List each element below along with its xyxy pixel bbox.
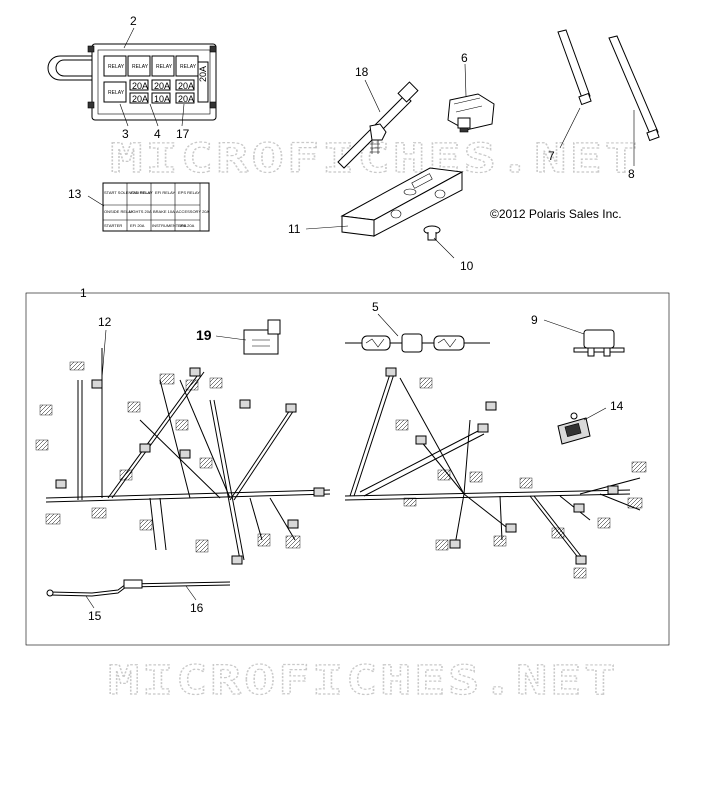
callout-16: 16 xyxy=(190,601,204,615)
cable-tie-long xyxy=(608,35,660,142)
callout-13: 13 xyxy=(68,187,82,201)
harness-frame xyxy=(25,292,670,646)
leader-lines xyxy=(85,27,635,609)
ground-cable xyxy=(46,579,231,597)
fuse-rating: 20A xyxy=(198,66,208,82)
watermark-bottom: MICROFICHES.NET xyxy=(108,658,618,704)
fuse-rating: 20A xyxy=(154,81,170,91)
push-rivet xyxy=(423,225,441,241)
cable-tie-mount xyxy=(337,81,419,169)
fuse-rating: 20A xyxy=(178,94,194,104)
harness-right xyxy=(344,367,647,579)
fuse-label-cell: FAN RELAY xyxy=(131,190,153,195)
fuse-rating: 20A xyxy=(178,81,194,91)
relay-label: RELAY xyxy=(108,90,125,96)
callout-2: 2 xyxy=(130,14,137,28)
connector-14 xyxy=(557,412,591,445)
fuse-rating: 20A xyxy=(132,94,148,104)
callout-10: 10 xyxy=(460,259,474,273)
callout-11: 11 xyxy=(288,222,301,236)
fuse-label-cell: EPS RELAY xyxy=(178,190,200,195)
callout-1: 1 xyxy=(80,286,87,300)
fuse-label-cell: STARTER xyxy=(104,223,122,228)
bracket xyxy=(340,167,464,237)
copyright: ©2012 Polaris Sales Inc. xyxy=(490,207,622,221)
callout-14: 14 xyxy=(610,399,624,413)
cable-tie-long xyxy=(557,29,592,106)
fuse-label-cell: INSTRUMENT 10A xyxy=(152,223,187,228)
callout-12: 12 xyxy=(98,315,112,329)
callout-5: 5 xyxy=(372,300,379,314)
fuse-label: START SOLENOID RELAY FAN RELAY EFI RELAY… xyxy=(102,182,210,232)
callout-3: 3 xyxy=(122,127,129,141)
fuse-label-cell: LIGHTS 20A xyxy=(129,209,152,214)
callouts: 2 3 4 17 13 18 6 7 8 11 10 1 12 19 5 9 1… xyxy=(68,14,635,623)
callout-18: 18 xyxy=(355,65,369,79)
connector xyxy=(447,93,495,133)
relay-label: RELAY xyxy=(180,64,197,70)
relay-label: RELAY xyxy=(108,64,125,70)
inline-fuse-holder xyxy=(345,333,490,353)
relay-label: RELAY xyxy=(156,64,173,70)
callout-7: 7 xyxy=(548,149,555,163)
fuse-label-cell: EFI RELAY xyxy=(155,190,175,195)
callout-9: 9 xyxy=(531,313,538,327)
fuse-label-cell: EPS 20A xyxy=(178,223,195,228)
connector-19 xyxy=(243,319,281,355)
fuse-rating: 10A xyxy=(154,94,170,104)
watermark-top: MICROFICHES.NET xyxy=(110,136,640,182)
fuse-label-cell: BRAKE 10A xyxy=(153,209,175,214)
callout-15: 15 xyxy=(88,609,102,623)
callout-8: 8 xyxy=(628,167,635,181)
connector-9 xyxy=(573,329,625,357)
fuse-rating: 20A xyxy=(132,81,148,91)
callout-6: 6 xyxy=(461,51,468,65)
fuse-label-cell: START SOLENOID RELAY xyxy=(104,190,153,195)
fuse-label-cell: ACCESSORY 20A xyxy=(176,209,210,214)
fuse-box: RELAY RELAY RELAY RELAY RELAY 20A 20A 20… xyxy=(47,43,217,121)
callout-17: 17 xyxy=(176,127,190,141)
fuse-label-cell: EFI 20A xyxy=(130,223,145,228)
callout-19: 19 xyxy=(196,327,212,343)
fuse-label-cell: ONSIDE RELAY xyxy=(104,209,134,214)
relay-label: RELAY xyxy=(132,64,149,70)
callout-4: 4 xyxy=(154,127,161,141)
harness-left xyxy=(35,348,331,565)
